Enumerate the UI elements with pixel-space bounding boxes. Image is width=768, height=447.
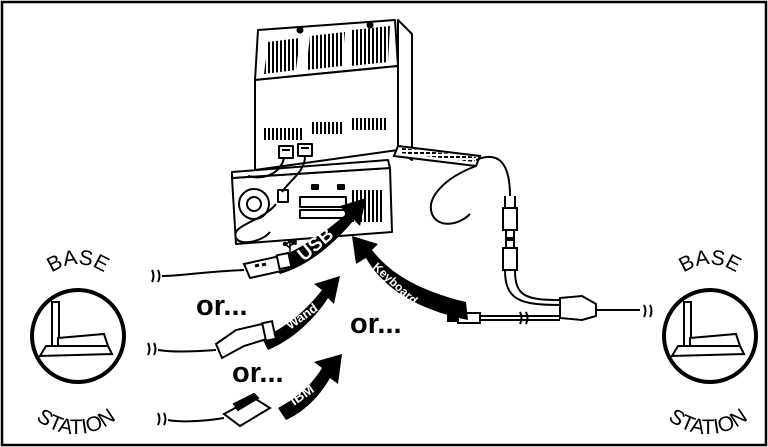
computer-terminal-icon (231, 19, 413, 245)
base-station-left: BASE STATION (30, 246, 126, 439)
wand-connector-icon (147, 319, 277, 360)
or-label-2: or... (350, 308, 402, 340)
usb-plug-icon (151, 251, 293, 283)
cradle-icon (670, 301, 746, 358)
or-label-1: or... (196, 290, 248, 322)
keyboard-cable (429, 155, 511, 225)
usb-symbol-icon (282, 239, 297, 252)
or-label-3: or... (232, 357, 284, 389)
ibm-connector-icon (157, 392, 272, 428)
wedge-connector-cable (447, 196, 653, 325)
cradle-icon (38, 301, 114, 358)
